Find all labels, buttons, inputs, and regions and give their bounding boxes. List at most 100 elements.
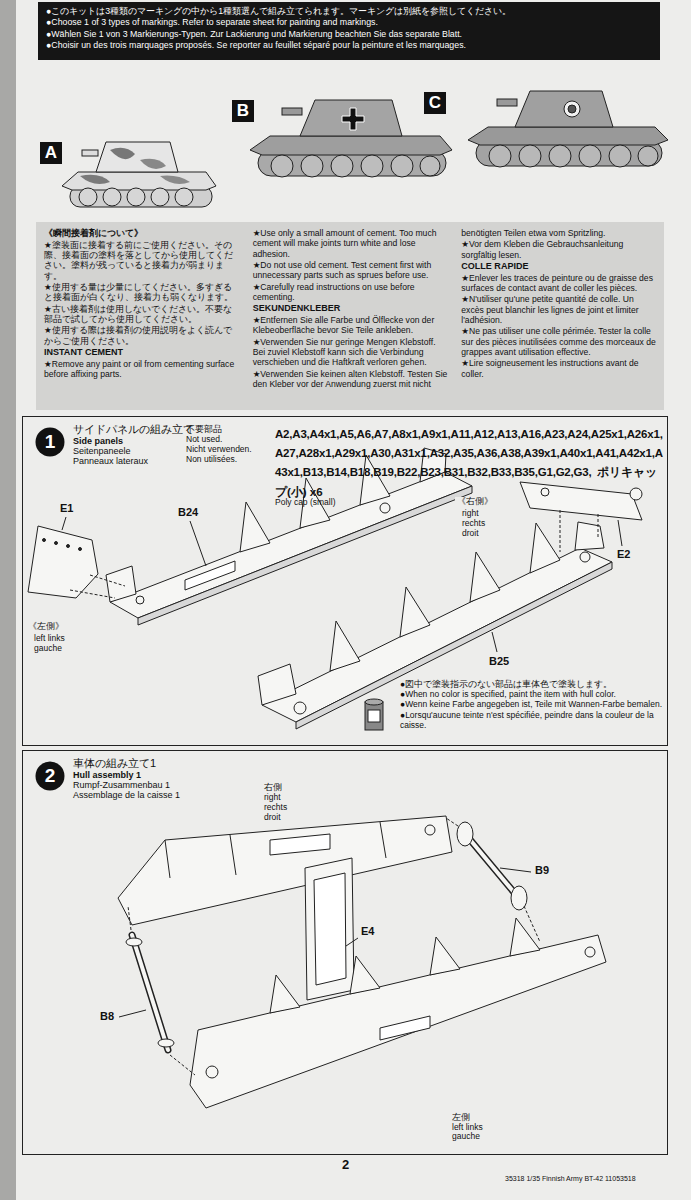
- tank-a-illustration: [160, 176, 190, 184]
- tank-b-illustration: [300, 100, 402, 136]
- marking-choice-banner: ●このキットは3種類のマーキングの中から1種類選んで組み立てられます。マーキング…: [38, 2, 660, 60]
- tank-b-illustration: [342, 108, 364, 130]
- assembly-step-panel: 車体の組み立て1Hull assembly 1Rumpf-Zusammenbau…: [22, 750, 668, 1155]
- background-edge: [0, 0, 16, 1200]
- step-title-ja: サイドパネルの組み立て: [73, 423, 194, 436]
- side-label: right rechts droit: [262, 793, 300, 822]
- not-used-heading: 不要部品: [186, 424, 222, 434]
- side-panel-e1-drawing: [79, 548, 82, 551]
- hull-assembly-drawing: [500, 868, 531, 872]
- tank-a-illustration: [175, 188, 193, 206]
- step-number-circle: 1: [35, 427, 65, 457]
- cement-note: ★塗装面に接着する前にご使用ください。その際、接着面の塗料を落としてから使用して…: [44, 240, 239, 281]
- tank-c-illustration: [564, 101, 580, 117]
- step-number: 1: [45, 431, 56, 453]
- hull-assembly-drawing: [119, 1010, 146, 1017]
- tank-b-illustration: [361, 155, 383, 177]
- hull-assembly-drawing: [305, 858, 354, 1000]
- tank-c-illustration: [549, 145, 571, 167]
- side-label: left links gauche: [452, 1123, 484, 1141]
- part-number: E4: [359, 925, 376, 938]
- banner-line: ●Choose 1 of 3 types of markings. Refer …: [46, 17, 652, 28]
- hull-assembly-drawing: [126, 938, 142, 946]
- hull-assembly-drawing: [230, 835, 236, 875]
- not-used-heading: Nicht verwenden.: [186, 445, 252, 455]
- hull-color-paint-icon: [365, 702, 383, 730]
- tank-b-illustration: [250, 100, 452, 177]
- hull-color-paint-icon: [368, 710, 380, 722]
- side-panel-b25-drawing: [470, 552, 500, 602]
- cement-heading: 《瞬間接着剤について》: [44, 228, 239, 239]
- tank-a-illustration: [80, 175, 110, 184]
- side-panel-b24-drawing: [136, 596, 144, 604]
- hull-assembly-drawing: [346, 938, 358, 946]
- side-panel-e1-drawing: [28, 526, 98, 598]
- step-circle-shape: [36, 762, 65, 791]
- hull-assembly-drawing: [524, 906, 540, 942]
- hull-assembly-drawing: [132, 935, 168, 1050]
- tank-a-illustration: [82, 150, 98, 156]
- hull-assembly-drawing: [206, 1066, 218, 1078]
- step-circle-shape: [36, 428, 65, 457]
- not-used-heading: Non utilisées.: [186, 455, 237, 465]
- step-title: Panneaux lateraux: [73, 456, 194, 466]
- cement-note: ★Use only a small amount of cement. Too …: [253, 228, 448, 259]
- side-panel-e1-drawing: [55, 542, 58, 545]
- hull-assembly-drawing: [585, 947, 595, 957]
- paint-note: ●図中で塗装指示のない部品は車体色で塗装します。: [400, 679, 666, 689]
- side-panel-e2-drawing: [560, 510, 561, 552]
- side-panel-e1-drawing: [62, 517, 66, 530]
- step-title-ja: 車体の組み立て1: [73, 757, 180, 770]
- cement-note: ★Entfernen Sie alle Farbe und Ölflecke v…: [253, 315, 448, 336]
- side-panel-e2-drawing: [618, 520, 622, 546]
- marking-letter-box: C: [424, 92, 446, 114]
- tank-c-illustration: [609, 145, 631, 167]
- side-panel-e2-drawing: [520, 482, 642, 552]
- part-number: E2: [615, 548, 632, 561]
- not-used-heading: Not used.: [186, 435, 222, 445]
- tank-c-illustration: [638, 146, 658, 166]
- tank-c-illustration: [568, 105, 576, 113]
- cement-note: ★使用する際は接着剤の使用説明をよく読んでからご使用ください。: [44, 325, 239, 346]
- hull-assembly-drawing: [380, 1016, 430, 1040]
- side-panel-b25-drawing: [400, 587, 430, 637]
- paint-note: ●Lorsqu'aucune teinte n'est spécifiée, p…: [400, 710, 666, 730]
- side-panel-b24-drawing: [190, 521, 206, 566]
- hull-assembly-drawing: [430, 937, 460, 975]
- side-label: 《左側》: [28, 622, 64, 632]
- part-number: B8: [98, 1010, 116, 1023]
- tank-a-illustration: [127, 188, 145, 206]
- hull-assembly-drawing: [118, 816, 452, 925]
- cement-heading: SEKUNDENKLEBER: [253, 303, 448, 314]
- side-panel-b25-drawing: [575, 522, 604, 550]
- side-panel-b25-drawing: [492, 632, 497, 652]
- side-label: 右側: [262, 782, 284, 792]
- side-label: right rechts droit: [460, 509, 498, 538]
- tank-c-illustration: [489, 145, 511, 167]
- tank-b-illustration: [301, 155, 323, 177]
- tank-a-illustration: [62, 172, 216, 190]
- marking-letter: A: [45, 143, 57, 163]
- hull-assembly-drawing: [314, 873, 346, 985]
- cement-note: ★Ne pas utiliser une colle périmée. Test…: [461, 326, 656, 357]
- step-title: Hull assembly 1: [73, 770, 180, 780]
- tank-a-illustration: [140, 159, 166, 169]
- marking-letter-box: A: [40, 142, 62, 164]
- tank-a-illustration: [79, 188, 97, 206]
- side-panel-b24-drawing: [380, 503, 390, 513]
- side-panel-b25-drawing: [580, 552, 590, 562]
- hull-color-paint-icon: [365, 699, 383, 705]
- tank-c-illustration: [468, 91, 668, 167]
- tank-b-illustration: [250, 136, 452, 155]
- hull-assembly-drawing: [128, 906, 131, 930]
- cement-note: ★N'utiliser qu'une petite quantité de co…: [461, 294, 656, 325]
- cement-note: ★Remove any paint or oil from cementing …: [44, 359, 239, 380]
- cement-notes-band: 《瞬間接着剤について》★塗装面に接着する前にご使用ください。その際、接着面の塗料…: [36, 222, 664, 410]
- cement-heading: INSTANT CEMENT: [44, 347, 239, 358]
- tank-a-illustration: [103, 188, 121, 206]
- side-panel-e1-drawing: [43, 539, 46, 542]
- paint-note: ●When no color is specified, paint the i…: [400, 689, 666, 699]
- paint-note-group: ●図中で塗装指示のない部品は車体色で塗装します。●When no color i…: [400, 679, 666, 730]
